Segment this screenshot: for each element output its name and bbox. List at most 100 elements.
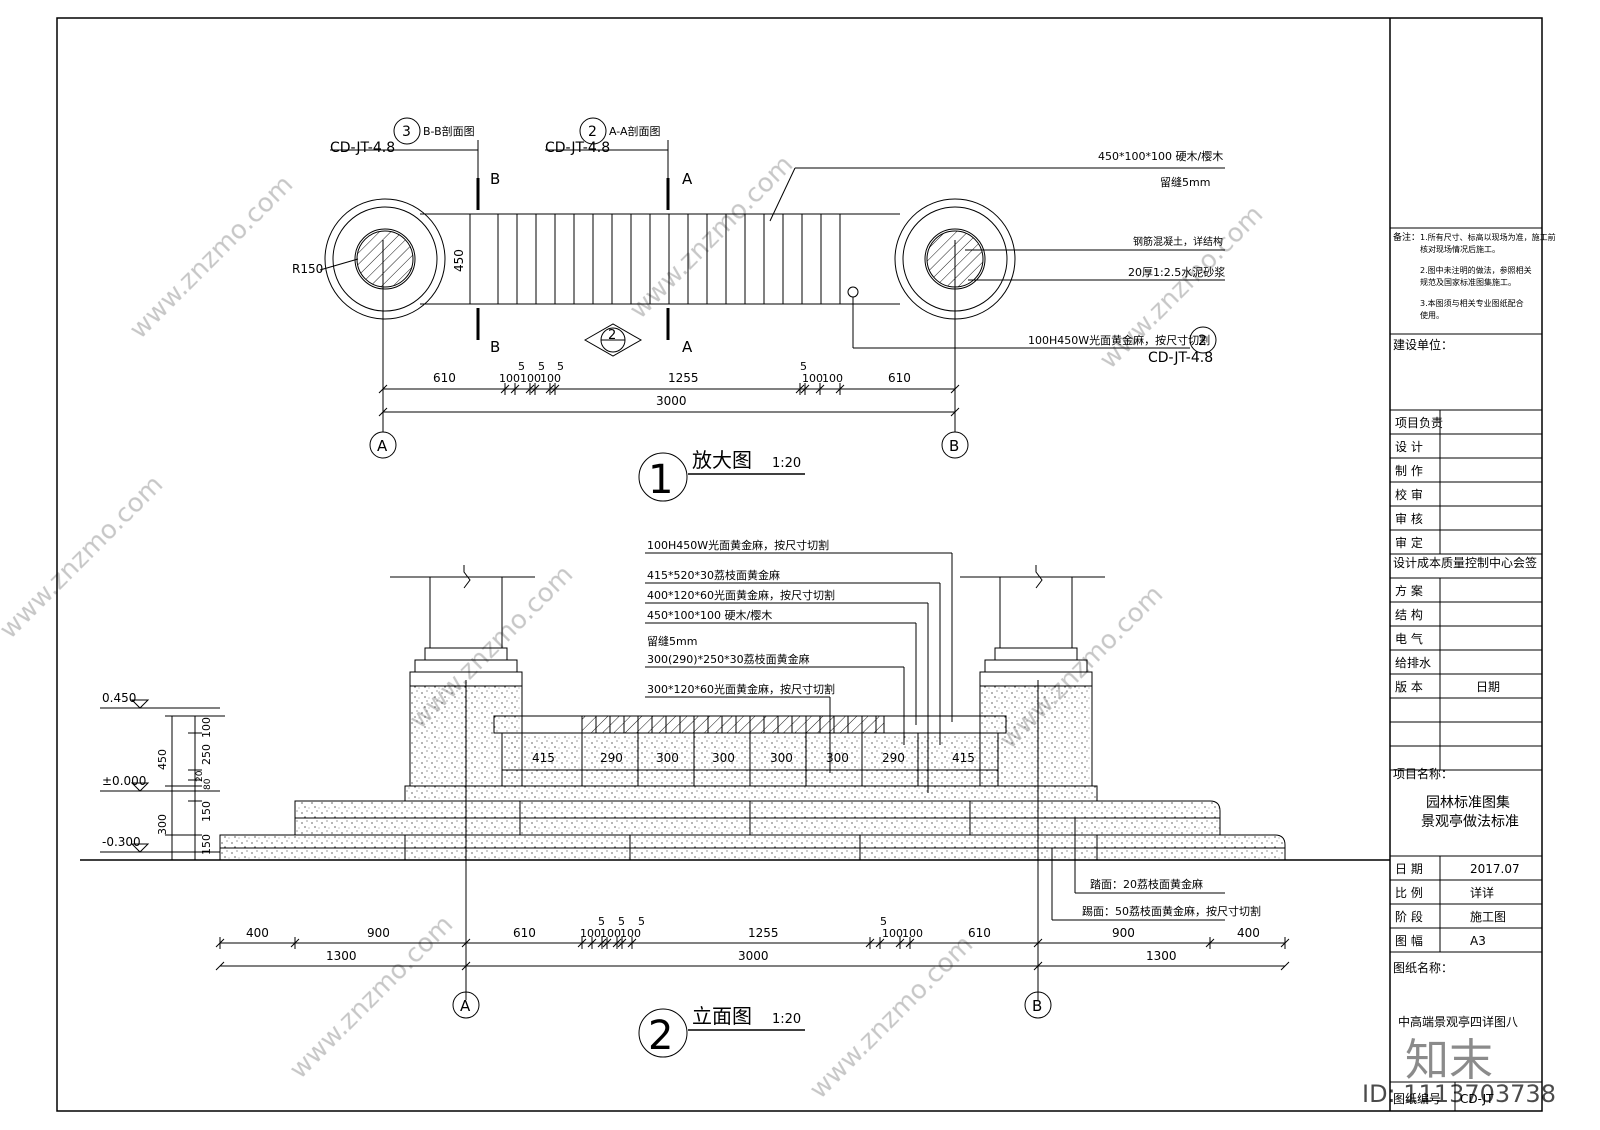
svg-text:300(290)*250*30荔枝面黄金麻: 300(290)*250*30荔枝面黄金麻 <box>647 652 810 666</box>
svg-text:www.znzmo.com: www.znzmo.com <box>124 170 299 345</box>
svg-text:A: A <box>460 997 471 1015</box>
svg-text:2: 2 <box>1198 333 1207 349</box>
svg-text:规范及国家标准图集施工。: 规范及国家标准图集施工。 <box>1420 277 1516 287</box>
cut-b-top: B <box>490 170 500 188</box>
svg-text:2: 2 <box>648 1013 673 1059</box>
svg-text:踢面：50荔枝面黄金麻，按尺寸切割: 踢面：50荔枝面黄金麻，按尺寸切割 <box>1082 904 1261 918</box>
dim-tick <box>1033 938 1043 948</box>
drawing-label: 图纸名称： <box>1393 960 1453 975</box>
svg-text:300: 300 <box>656 751 679 765</box>
title-block-row-label: 设 计 <box>1395 440 1423 454</box>
svg-text:20厚1:2.5水泥砂浆: 20厚1:2.5水泥砂浆 <box>1128 265 1225 279</box>
cut-b-bottom: B <box>490 338 500 356</box>
dim-tick <box>500 384 510 394</box>
svg-text:www.znzmo.com: www.znzmo.com <box>1094 200 1269 375</box>
elevation-axis-b: B <box>1024 991 1052 1019</box>
svg-text:610: 610 <box>888 371 911 385</box>
dim-tick <box>550 384 560 394</box>
dim-tick <box>290 938 300 948</box>
dim-tick <box>950 407 960 417</box>
dim-tick <box>800 384 810 394</box>
svg-text:290: 290 <box>600 751 623 765</box>
dim-tick <box>1280 961 1290 971</box>
dim-tick <box>795 384 805 394</box>
title-block-row-label: 阶 段 <box>1395 909 1423 924</box>
svg-text:2.图中未注明的做法，参照相关: 2.图中未注明的做法，参照相关 <box>1420 265 1532 275</box>
title-block-row-label: 版 本 <box>1395 680 1423 694</box>
svg-text:www.znzmo.com: www.znzmo.com <box>804 930 979 1105</box>
svg-text:2: 2 <box>608 328 616 343</box>
svg-text:400*120*60光面黄金麻，按尺寸切割: 400*120*60光面黄金麻，按尺寸切割 <box>647 588 835 602</box>
dim-tick <box>215 938 225 948</box>
title-block-row-value: 日期 <box>1476 680 1500 694</box>
svg-text:100: 100 <box>580 927 601 940</box>
drawing-no-label: 图纸编号 <box>1393 1091 1441 1106</box>
cut-a-bottom: A <box>682 338 693 356</box>
svg-text:5: 5 <box>598 915 605 928</box>
svg-text:100: 100 <box>540 372 561 385</box>
client-label: 建设单位： <box>1393 337 1453 352</box>
svg-text:1300: 1300 <box>1146 949 1177 963</box>
elevation-axis-a: A <box>452 991 480 1019</box>
plan-axis-b: B <box>941 431 969 459</box>
title-block-row-value: A3 <box>1470 934 1486 948</box>
dim-tick <box>597 938 607 948</box>
svg-text:900: 900 <box>1112 926 1135 940</box>
title-block-row-label: 结 构 <box>1395 607 1423 622</box>
svg-text:100: 100 <box>600 927 621 940</box>
svg-text:20: 20 <box>195 770 205 782</box>
svg-text:B: B <box>949 437 959 455</box>
svg-text:A: A <box>377 437 388 455</box>
dim-tick <box>815 384 825 394</box>
svg-text:100: 100 <box>200 717 213 738</box>
svg-text:B-B剖面图: B-B剖面图 <box>423 124 475 138</box>
dim-tick <box>950 384 960 394</box>
svg-text:1:20: 1:20 <box>772 1012 801 1027</box>
svg-text:1255: 1255 <box>668 371 699 385</box>
svg-text:1: 1 <box>648 457 673 503</box>
section-callout-aa[interactable]: 2 A-A剖面图 CD-JT-4.8 <box>545 117 669 178</box>
dim-tick <box>1033 961 1043 971</box>
plan-title: 1 放大图 1:20 <box>638 448 805 503</box>
title-block-row-label: 比 例 <box>1395 886 1423 900</box>
svg-text:100H450W光面黄金麻，按尺寸切割: 100H450W光面黄金麻，按尺寸切割 <box>647 538 829 552</box>
plan-view: R150 450 B B A A 3 B-B剖面图 CD-JT-4.8 2 A-… <box>292 117 1225 503</box>
title-block-row-label: 电 气 <box>1395 631 1423 646</box>
svg-text:0.450: 0.450 <box>102 691 136 705</box>
plan-axis-a: A <box>369 431 397 459</box>
vertical-dimensions: 100 250 20 80 150 150 450 300 <box>156 715 225 860</box>
dim-tick <box>875 938 885 948</box>
svg-text:5: 5 <box>800 360 807 373</box>
dim-tick <box>378 407 388 417</box>
drawing-no: CD-JT <box>1460 1092 1494 1106</box>
svg-text:400: 400 <box>246 926 269 940</box>
title-block-row-value: 施工图 <box>1470 910 1506 924</box>
title-block-notes: 备注： 1.所有尺寸、标高以现场为准，施工前 核对现场情况后施工。 2.图中未注… <box>1393 231 1556 320</box>
svg-text:CD-JT-4.8: CD-JT-4.8 <box>330 140 395 156</box>
svg-text:3: 3 <box>402 124 411 140</box>
drawing-name: 中高端景观亭四详图八 <box>1398 1014 1518 1029</box>
svg-text:450: 450 <box>156 749 169 770</box>
dim-tick <box>461 938 471 948</box>
svg-text:立面图: 立面图 <box>692 1004 752 1028</box>
title-block-row-label: 校 审 <box>1395 487 1423 502</box>
svg-text:±0.000: ±0.000 <box>102 774 146 788</box>
svg-text:415*520*30荔枝面黄金麻: 415*520*30荔枝面黄金麻 <box>647 568 780 582</box>
svg-text:CD-JT-4.8: CD-JT-4.8 <box>545 140 610 156</box>
section-callout-bb[interactable]: 3 B-B剖面图 CD-JT-4.8 <box>330 117 479 178</box>
svg-text:钢筋混凝土，详结构: 钢筋混凝土，详结构 <box>1133 235 1223 248</box>
elevation-marker[interactable]: 2 <box>583 323 643 357</box>
svg-text:415: 415 <box>532 751 555 765</box>
project-name-2: 景观亭做法标准 <box>1421 813 1519 830</box>
title-block-row-label: 制 作 <box>1395 464 1423 478</box>
elevation-dimensions: 400 900 610 100 5 100 5 100 5 1255 5 100… <box>215 915 1290 971</box>
dim-tick <box>510 384 520 394</box>
level-markers: 0.450 ±0.000 -0.300 <box>100 691 220 853</box>
dim-tick <box>905 938 915 948</box>
title-block-row-label: 日 期 <box>1395 862 1423 876</box>
watermark-id: ID: 1113703738 <box>1362 1080 1556 1108</box>
svg-text:100: 100 <box>802 372 823 385</box>
project-name-1: 园林标准图集 <box>1426 794 1510 811</box>
svg-text:100: 100 <box>620 927 641 940</box>
svg-text:450*100*100 硬木/樱木: 450*100*100 硬木/樱木 <box>1098 150 1223 163</box>
